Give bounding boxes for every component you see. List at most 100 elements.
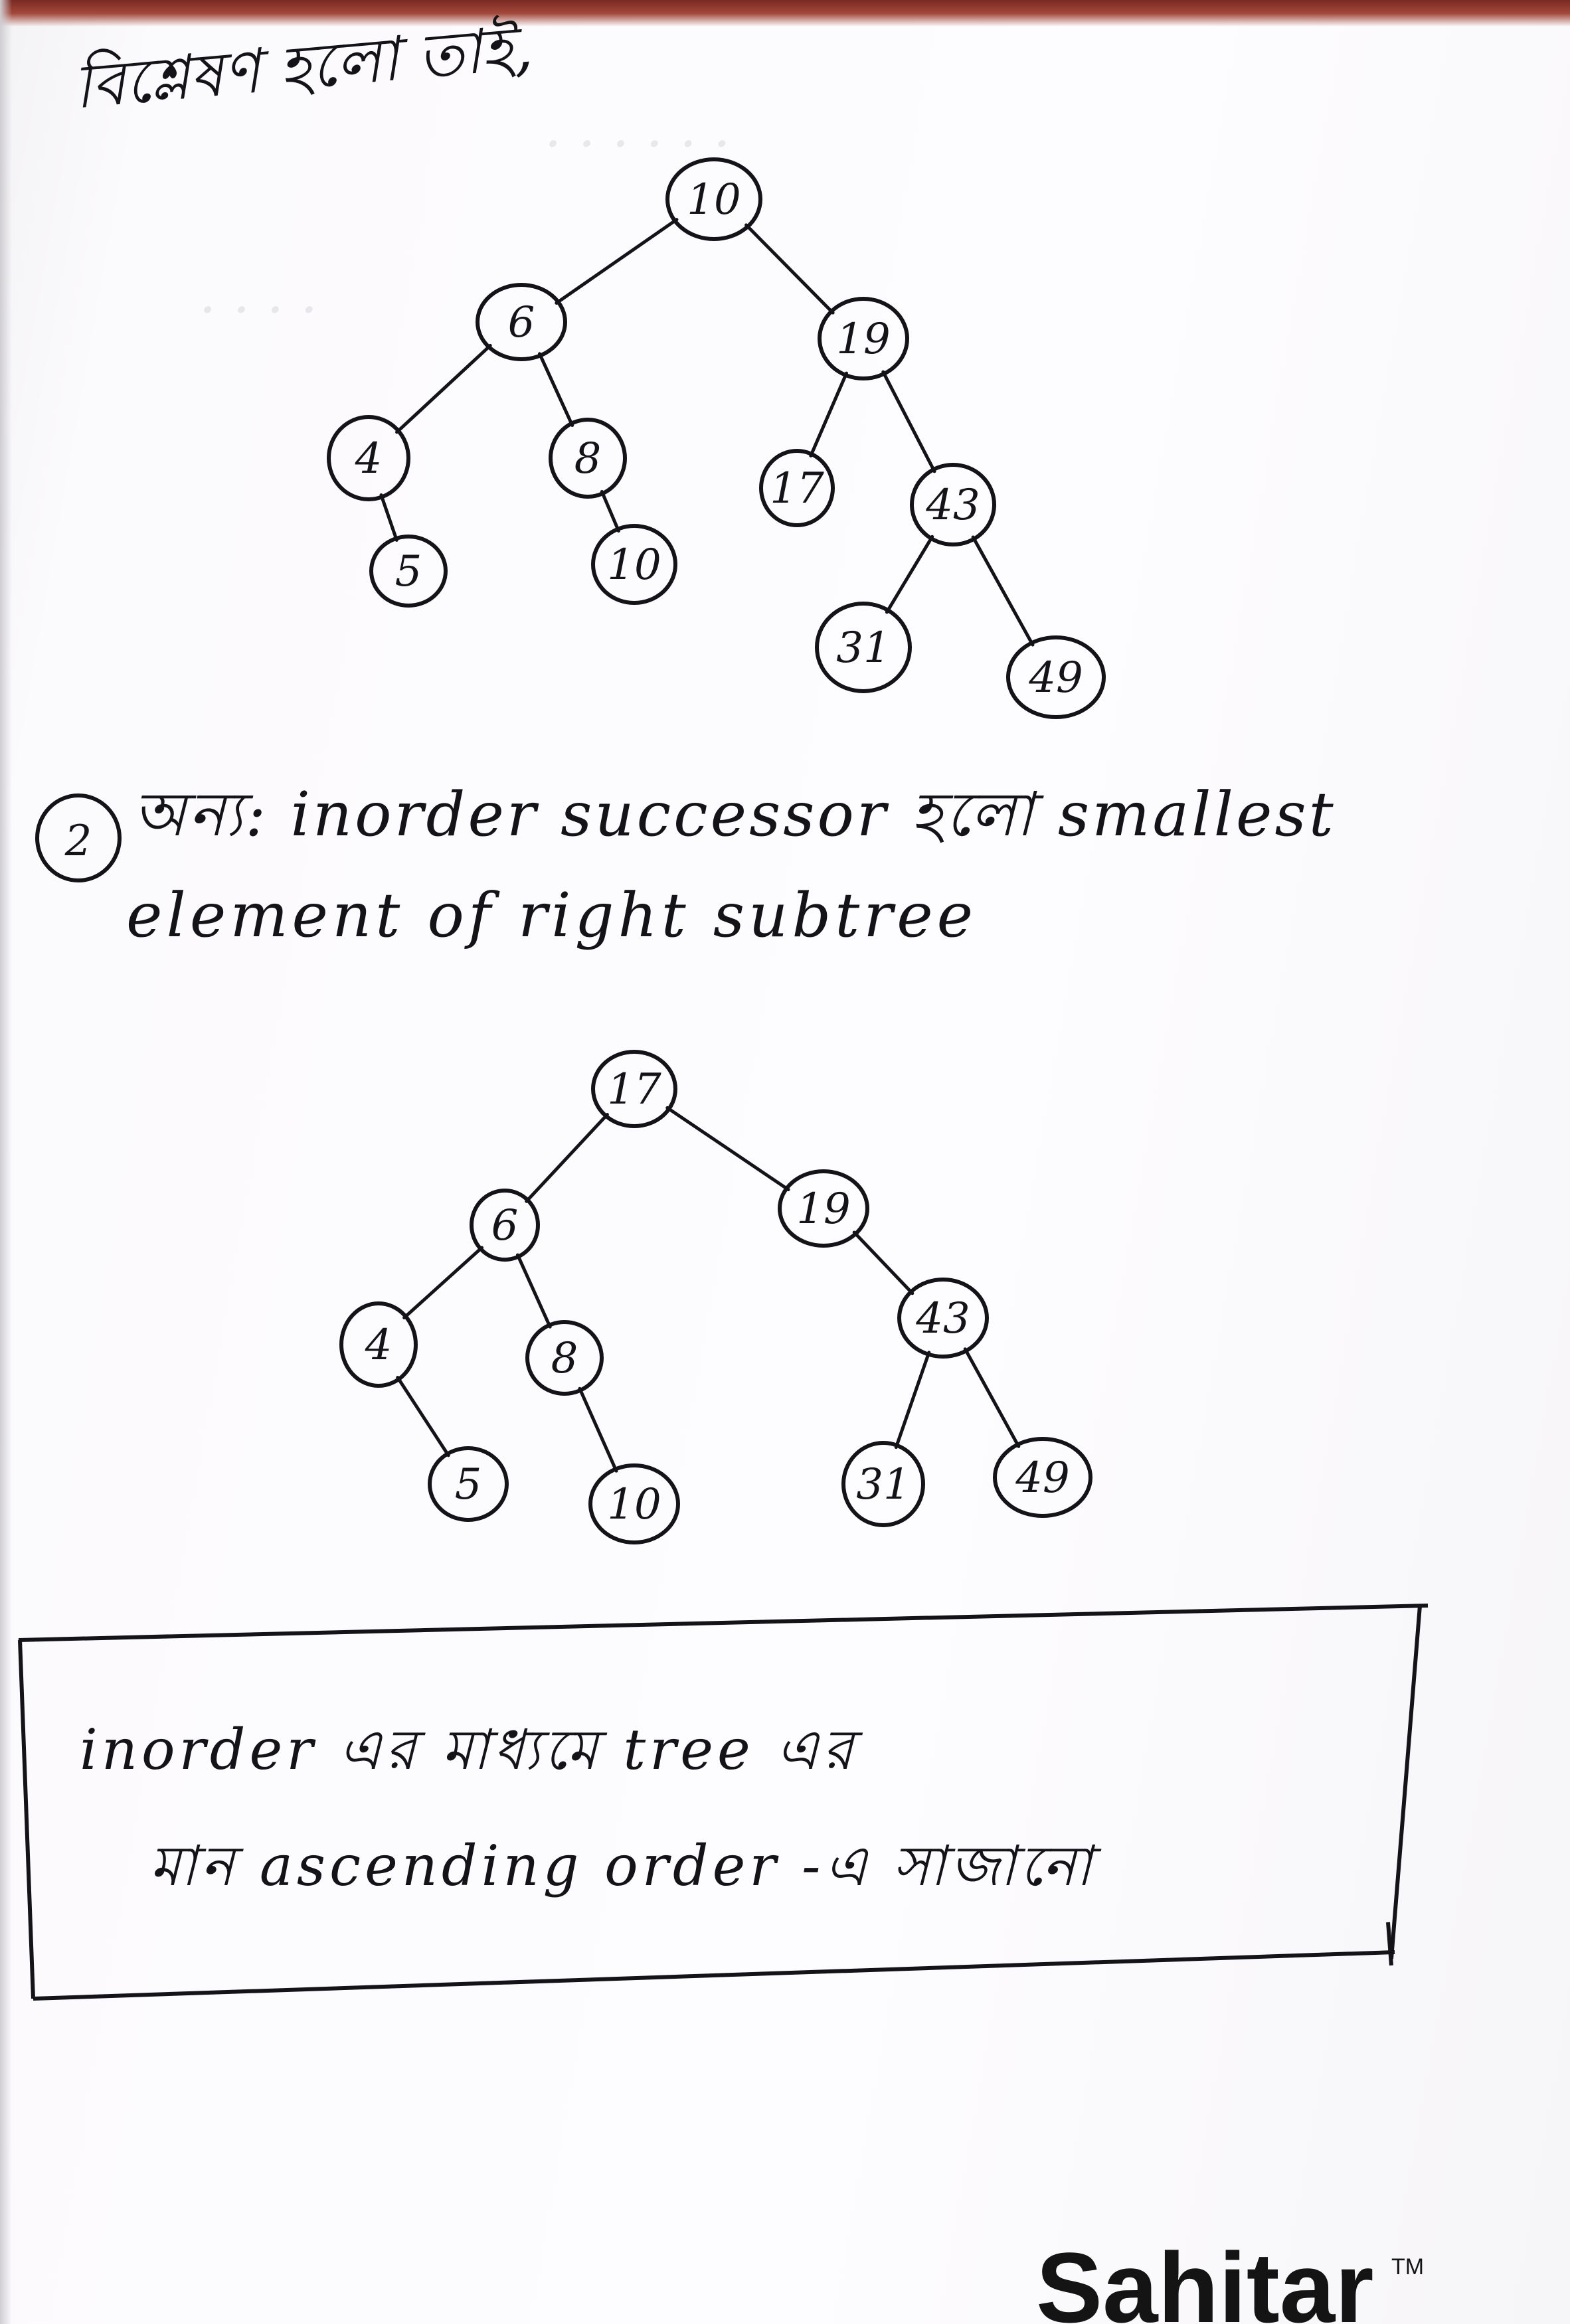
tree-node: 4 [327,415,410,501]
tree-node-label: 10 [687,175,741,224]
note-line-2: মান ascending order -এ সাজানো [149,1833,1096,1898]
tree-node: 5 [428,1446,509,1522]
tree-edge [744,223,835,315]
trademark-mark: TM [1391,2254,1425,2280]
tree-edge [396,1376,450,1457]
tree-node-label: 49 [1028,653,1083,703]
tree-node: 8 [549,418,627,499]
successor-explanation-line: অন্য: inorder successor হলো smallest [133,779,1336,850]
tree-node: 10 [665,157,762,241]
tree-node: 10 [591,524,677,605]
tree-node-circle [470,1189,540,1262]
tree-node-circle [476,283,567,361]
tree-node: 49 [993,1437,1092,1518]
tree-node: 49 [1006,635,1106,719]
tree-edge [379,493,398,542]
brand-logo: Sahitar [1036,2232,1374,2324]
tree-node-circle [339,1301,418,1388]
tree-node: 8 [525,1320,604,1396]
tree-node-label: 4 [355,434,383,483]
tree-edge [395,343,492,434]
tree-node: 43 [910,463,996,546]
tree-node-label: 49 [1015,1453,1069,1503]
tree-node-label: 8 [574,434,602,483]
tree-node-circle [525,1320,604,1396]
tree-node-circle [428,1446,509,1522]
tree-node: 17 [591,1050,677,1128]
show-through-text: · · · · · · [545,113,731,175]
tree-edge [809,371,849,457]
tree-edge [963,1347,1021,1448]
tree-node-circle [369,535,448,608]
bst-after-delete: 17 6 19 4 8 43 5 10 31 49 [339,1050,1092,1544]
tree-node: 19 [778,1169,869,1248]
tree-node-circle [759,449,835,527]
tree-edge [894,1351,931,1450]
tree-node-circle [549,418,627,499]
tree-edge [578,1386,618,1473]
note-box-border [18,1604,1429,2001]
tree-node: 4 [339,1301,418,1388]
tree-node: 31 [841,1441,925,1527]
note-line-1: inorder এর মাধ্যমে tree এর [80,1717,857,1782]
tree-node-circle [1006,635,1106,719]
tree-node-circle [815,602,912,693]
tree-node-circle [327,415,410,501]
tree-node: 31 [815,602,912,693]
tree-edge [852,1230,915,1295]
tree-node: 19 [818,297,909,380]
tree-node: 43 [897,1278,989,1359]
page-top-edge [0,0,1570,27]
tree-node-label: 43 [925,481,980,530]
tree-node-label: 19 [796,1185,850,1234]
tree-node-label: 10 [607,1480,661,1529]
tree-edge [515,1253,552,1329]
circled-number-label: 2 [64,817,92,866]
tree-node-circle [588,1463,680,1544]
tree-node-circle [591,524,677,605]
tree-node-label: 17 [770,464,824,513]
tree-node-label: 5 [395,547,422,596]
tree-edge [971,535,1035,647]
page-binding-shadow [0,0,12,2324]
tree-node: 6 [476,283,567,361]
tree-node-circle [818,297,909,380]
show-through-text: · · · · [199,279,318,341]
successor-explanation-line-2: element of right subtree [126,880,978,951]
tree-node-label: 31 [856,1460,910,1509]
tree-node-label: 5 [455,1460,482,1509]
tree-node-circle [841,1441,925,1527]
tree-edge [555,218,679,305]
tree-node-circle [993,1437,1092,1518]
tree-edge [885,535,934,614]
tree-edge [600,489,620,533]
tree-node-circle [910,463,996,546]
tree-node-label: 43 [915,1294,970,1343]
tree-node-circle [591,1050,677,1128]
tree-node: 5 [369,535,448,608]
tree-node-circle [897,1278,989,1359]
tree-node-label: 6 [508,298,535,347]
tree-node-circle [778,1169,869,1248]
tree-node: 10 [588,1463,680,1544]
tree-node-label: 17 [607,1065,661,1114]
tree-node-label: 6 [491,1201,519,1250]
tree-node: 17 [759,449,835,527]
note-box [20,1610,1425,1995]
tree-node-label: 10 [607,540,661,590]
tree-edge [537,352,574,427]
circled-number: 2 [35,793,122,882]
tree-edge [402,1246,484,1319]
tree-node-label: 19 [836,315,890,364]
tree-node-label: 8 [551,1334,578,1383]
tree-node-circle [665,157,762,241]
tree-node-label: 4 [365,1321,392,1370]
bst-before-delete: 10 6 19 4 8 17 43 5 10 31 49 [327,157,1106,719]
tree-node: 6 [470,1189,540,1262]
tree-node-label: 31 [836,623,890,673]
tree-edge [525,1113,609,1203]
tree-edge [881,370,936,473]
tree-edge [665,1106,790,1192]
